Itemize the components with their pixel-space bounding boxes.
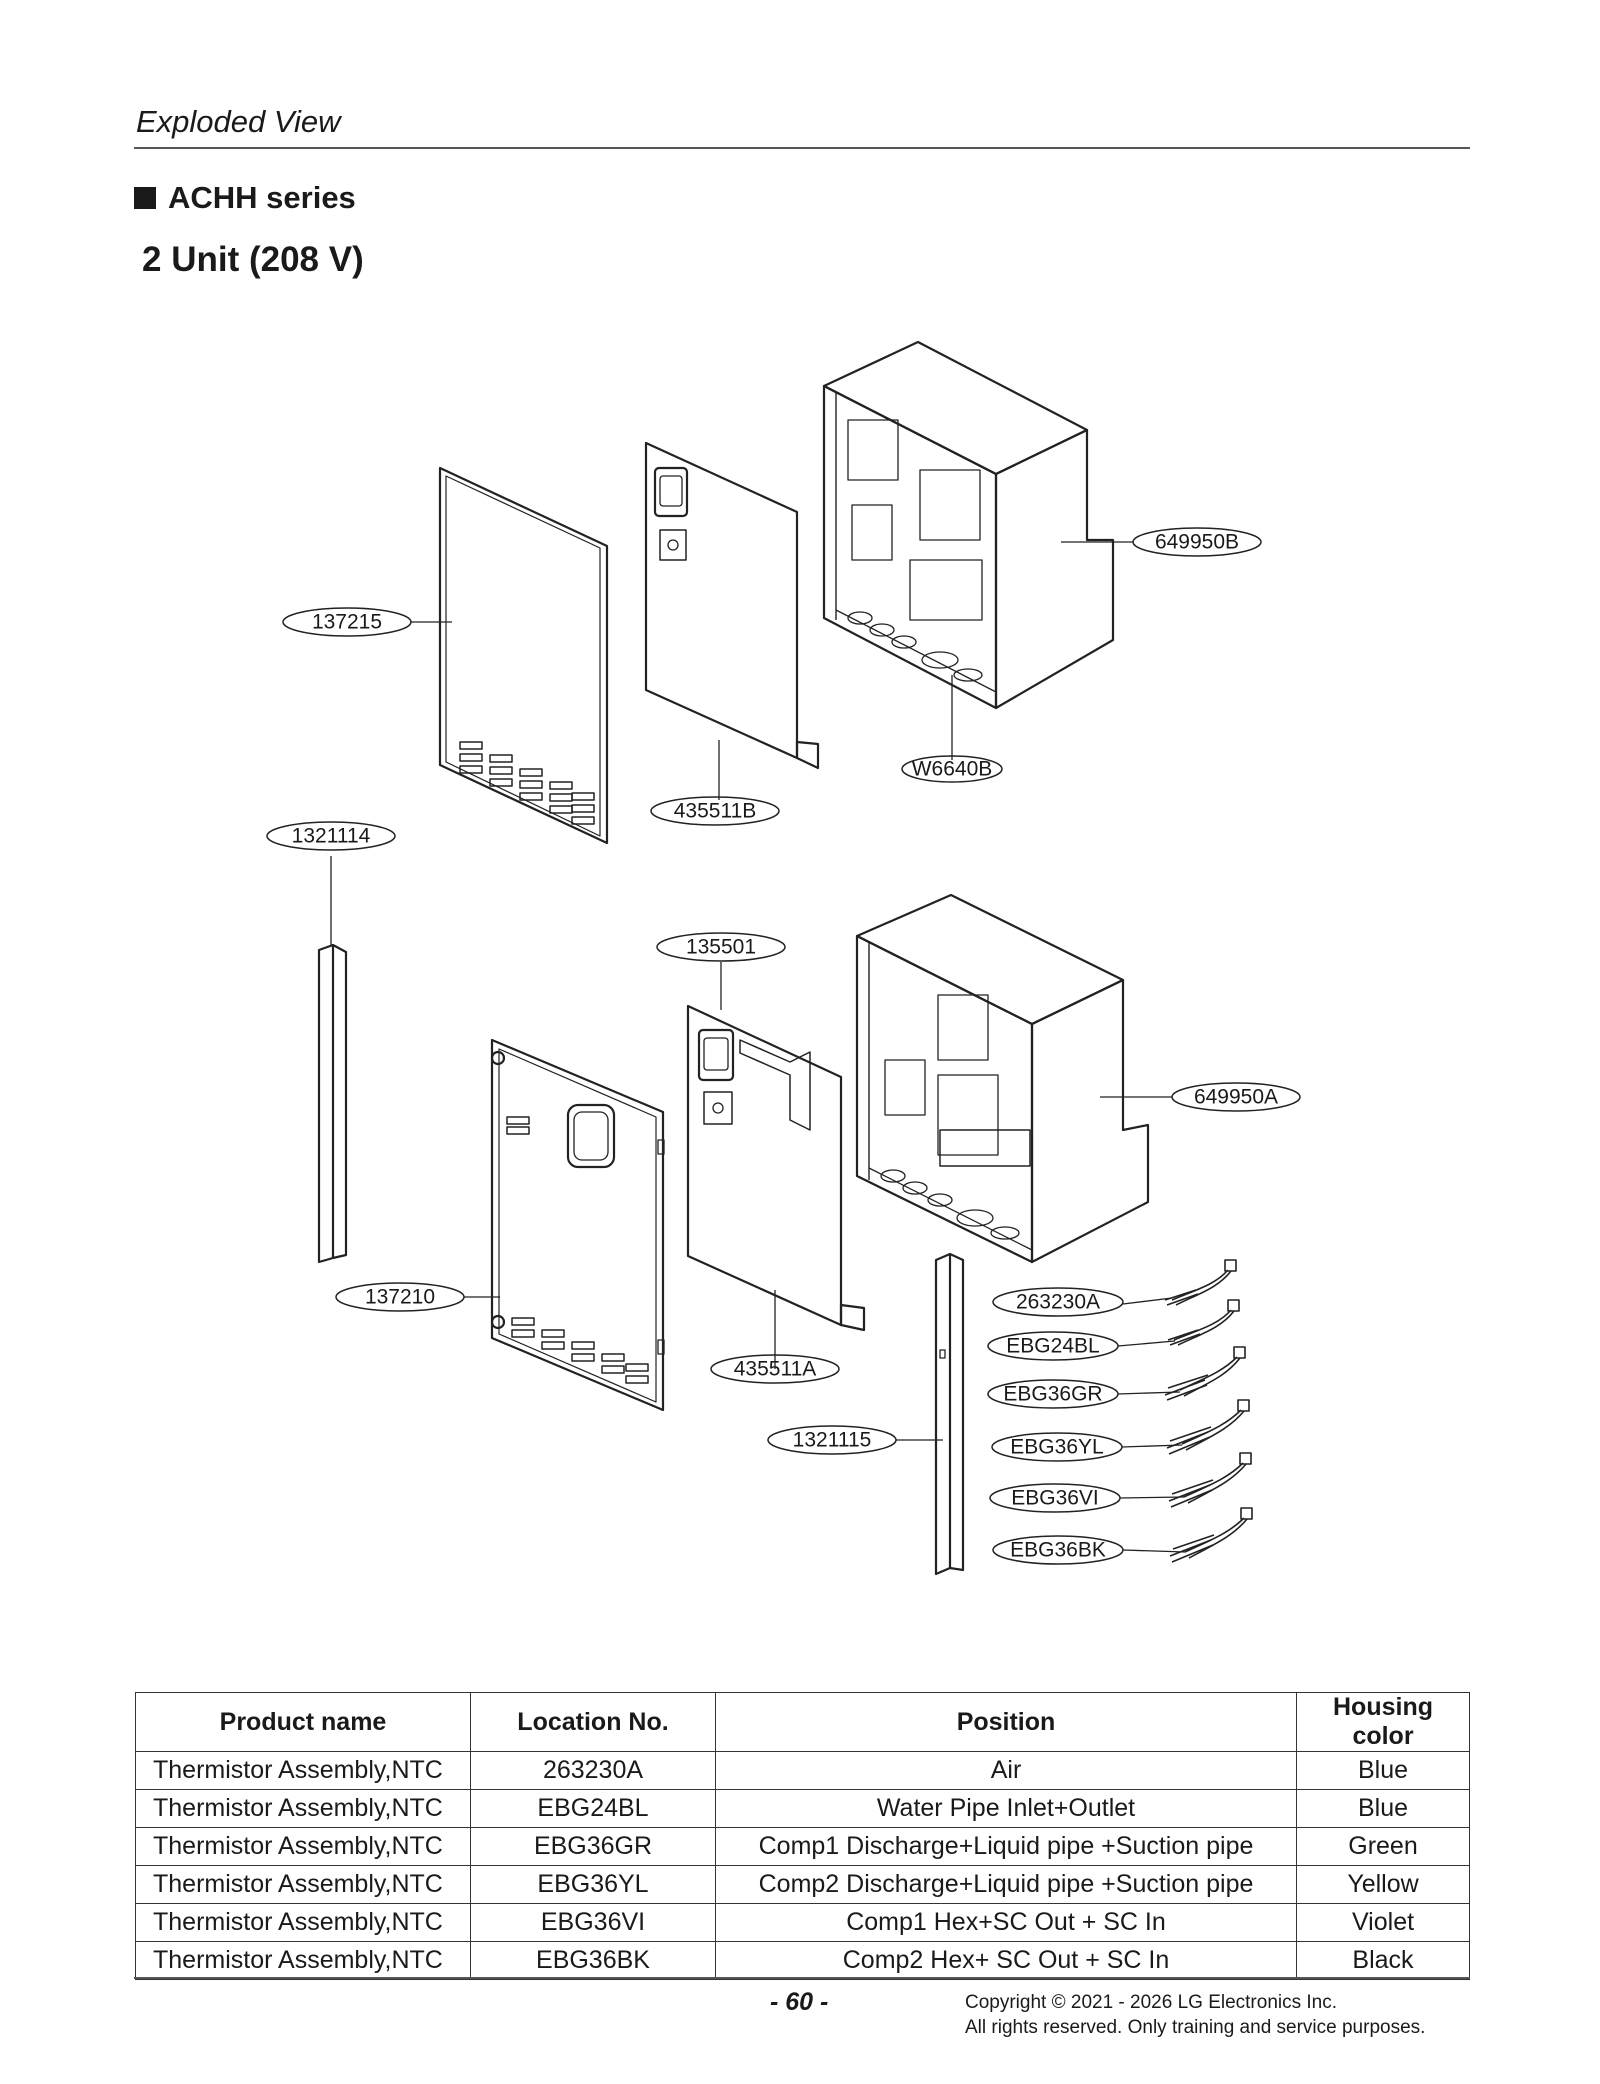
thermistor-EBG36GR-icon xyxy=(1164,1346,1246,1401)
callout-1321115: 1321115 xyxy=(793,1429,872,1452)
table-row: Thermistor Assembly,NTC EBG36BK Comp2 He… xyxy=(135,1941,1470,1980)
table-cell: Air xyxy=(715,1751,1297,1790)
inner-panel-lower xyxy=(686,1004,866,1332)
table-cell: Comp2 Hex+ SC Out + SC In xyxy=(715,1941,1297,1980)
table-cell: Thermistor Assembly,NTC xyxy=(135,1941,471,1980)
column-header: Location No. xyxy=(470,1692,716,1752)
table-cell: EBG24BL xyxy=(470,1789,716,1828)
copyright: Copyright © 2021 - 2026 LG Electronics I… xyxy=(965,1990,1425,2040)
bullet-square-icon xyxy=(134,187,156,209)
callout-137215: 137215 xyxy=(312,611,382,634)
exploded-view-diagram: 649950B 137215 W6640B 435511B 1321114 13… xyxy=(266,340,1301,1576)
callout-EBG24BL: EBG24BL xyxy=(1006,1335,1099,1358)
callout-W6640B: W6640B xyxy=(912,758,993,781)
thermistor-EBG36VI-icon xyxy=(1168,1452,1252,1508)
table-cell: 263230A xyxy=(470,1751,716,1790)
table-cell: Thermistor Assembly,NTC xyxy=(135,1789,471,1828)
table-cell: EBG36YL xyxy=(470,1865,716,1904)
table-cell: Thermistor Assembly,NTC xyxy=(135,1751,471,1790)
table-cell: Comp1 Hex+SC Out + SC In xyxy=(715,1903,1297,1942)
thermistor-263230A-icon xyxy=(1164,1259,1237,1306)
table-cell: Comp1 Discharge+Liquid pipe +Suction pip… xyxy=(715,1827,1297,1866)
column-header: Housing color xyxy=(1296,1692,1470,1752)
table-cell: Yellow xyxy=(1296,1865,1470,1904)
callout-649950A: 649950A xyxy=(1194,1086,1278,1109)
table-cell: Thermistor Assembly,NTC xyxy=(135,1903,471,1942)
table-header-row: Product name Location No. Position Housi… xyxy=(135,1692,1470,1752)
thermistor-EBG36BK-icon xyxy=(1169,1507,1253,1563)
table-cell: EBG36VI xyxy=(470,1903,716,1942)
callout-EBG36YL: EBG36YL xyxy=(1010,1436,1103,1459)
unit-title: 2 Unit (208 V) xyxy=(142,240,364,279)
section-title: Exploded View xyxy=(136,104,341,139)
table-cell: Comp2 Discharge+Liquid pipe +Suction pip… xyxy=(715,1865,1297,1904)
footer-rule xyxy=(134,1977,1470,1979)
callout-EBG36VI: EBG36VI xyxy=(1011,1487,1099,1510)
table-cell: Thermistor Assembly,NTC xyxy=(135,1827,471,1866)
callout-EBG36BK: EBG36BK xyxy=(1010,1539,1106,1562)
callout-EBG36GR: EBG36GR xyxy=(1003,1383,1102,1406)
table-row: Thermistor Assembly,NTC EBG36YL Comp2 Di… xyxy=(135,1865,1470,1904)
thermistor-EBG36YL-icon xyxy=(1166,1399,1250,1455)
table-row: Thermistor Assembly,NTC EBG36VI Comp1 He… xyxy=(135,1903,1470,1942)
callout-649950B: 649950B xyxy=(1155,531,1239,554)
header-rule xyxy=(134,147,1470,149)
series-heading: ACHH series xyxy=(134,180,356,216)
table-cell: Blue xyxy=(1296,1751,1470,1790)
table-row: Thermistor Assembly,NTC EBG36GR Comp1 Di… xyxy=(135,1827,1470,1866)
inner-panel-upper xyxy=(644,441,820,770)
callout-135501: 135501 xyxy=(686,936,756,959)
table-cell: Black xyxy=(1296,1941,1470,1980)
copyright-line: All rights reserved. Only training and s… xyxy=(965,2017,1426,2038)
column-header: Product name xyxy=(135,1692,471,1752)
table-cell: Violet xyxy=(1296,1903,1470,1942)
table-cell: Blue xyxy=(1296,1789,1470,1828)
thermistor-EBG24BL-icon xyxy=(1167,1299,1240,1346)
table-cell: Green xyxy=(1296,1827,1470,1866)
callout-1321114: 1321114 xyxy=(292,825,371,848)
chassis-upper xyxy=(822,340,1115,710)
callout-435511A: 435511A xyxy=(734,1358,817,1381)
callout-263230A: 263230A xyxy=(1016,1291,1100,1314)
copyright-line: Copyright © 2021 - 2026 LG Electronics I… xyxy=(965,1992,1338,2013)
table-row: Thermistor Assembly,NTC EBG24BL Water Pi… xyxy=(135,1789,1470,1828)
side-pillar-right xyxy=(934,1252,965,1576)
callout-137210: 137210 xyxy=(365,1286,435,1309)
series-title: ACHH series xyxy=(168,180,356,215)
chassis-lower xyxy=(855,893,1150,1264)
table-cell: EBG36GR xyxy=(470,1827,716,1866)
parts-table: Product name Location No. Position Housi… xyxy=(135,1692,1470,1980)
column-header: Position xyxy=(715,1692,1297,1752)
front-cover-upper xyxy=(438,466,609,845)
table-cell: Water Pipe Inlet+Outlet xyxy=(715,1789,1297,1828)
page-number: - 60 - xyxy=(770,1988,829,2016)
table-row: Thermistor Assembly,NTC 263230A Air Blue xyxy=(135,1751,1470,1790)
table-cell: EBG36BK xyxy=(470,1941,716,1980)
front-door-lower xyxy=(490,1038,665,1412)
callout-435511B: 435511B xyxy=(674,800,757,823)
table-cell: Thermistor Assembly,NTC xyxy=(135,1865,471,1904)
side-pillar-left xyxy=(317,943,348,1264)
